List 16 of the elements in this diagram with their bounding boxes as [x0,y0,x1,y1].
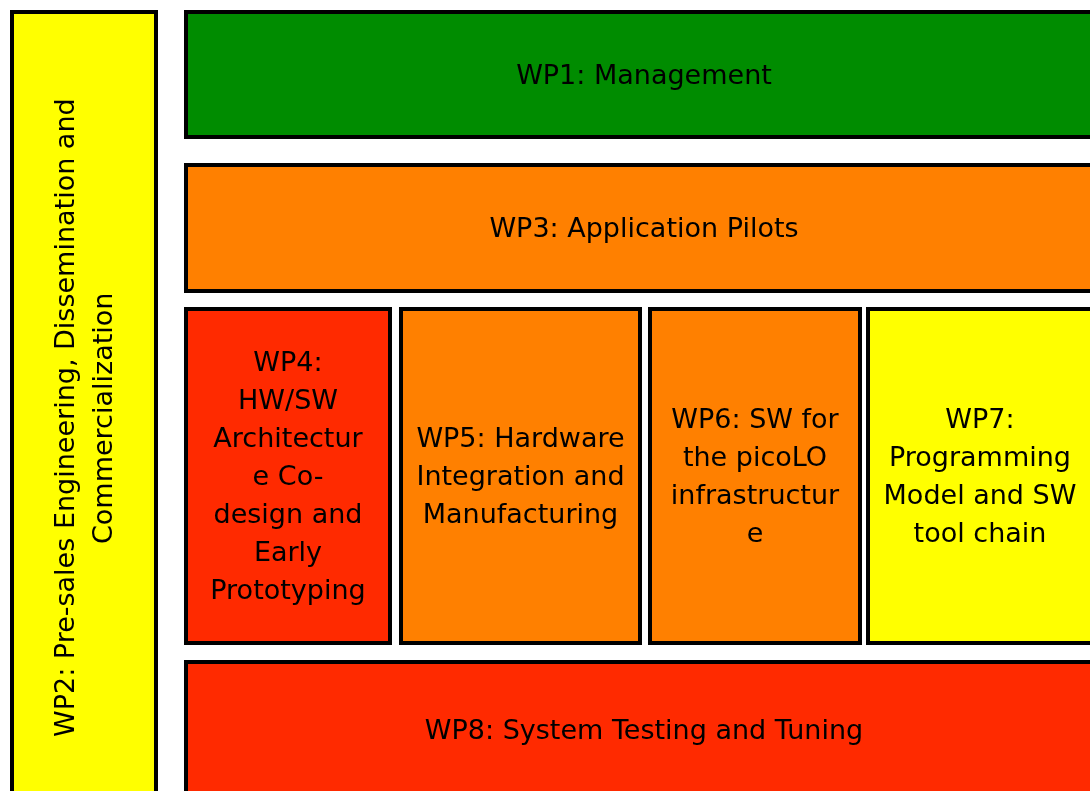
work-package-title: WP4: HW/SW Architecture Co-design and Early Prototyping [210,345,366,607]
work-package-box [10,10,158,791]
work-package-box [184,307,392,645]
work-package-box [184,163,1090,293]
work-package-box [184,660,1090,791]
work-package-title: WP5: Hardware Integration and Manufacturing [415,421,626,531]
work-package-title: WP3: Application Pilots [489,211,799,245]
work-package-box [399,307,642,645]
work-package-box [866,307,1090,645]
work-package-title: WP6: SW for the picoLO infrastructure [669,402,841,550]
work-package-title: WP2: Pre-sales Engineering, Dissemination and Commercialization [48,97,119,740]
work-package-box [184,10,1090,139]
work-package-title: WP1: Management [516,57,772,92]
work-package-title: WP7: Programming Model and SW tool chain [882,402,1078,550]
work-package-box [648,307,862,645]
work-package-title: WP8: System Testing and Tuning [424,713,864,747]
